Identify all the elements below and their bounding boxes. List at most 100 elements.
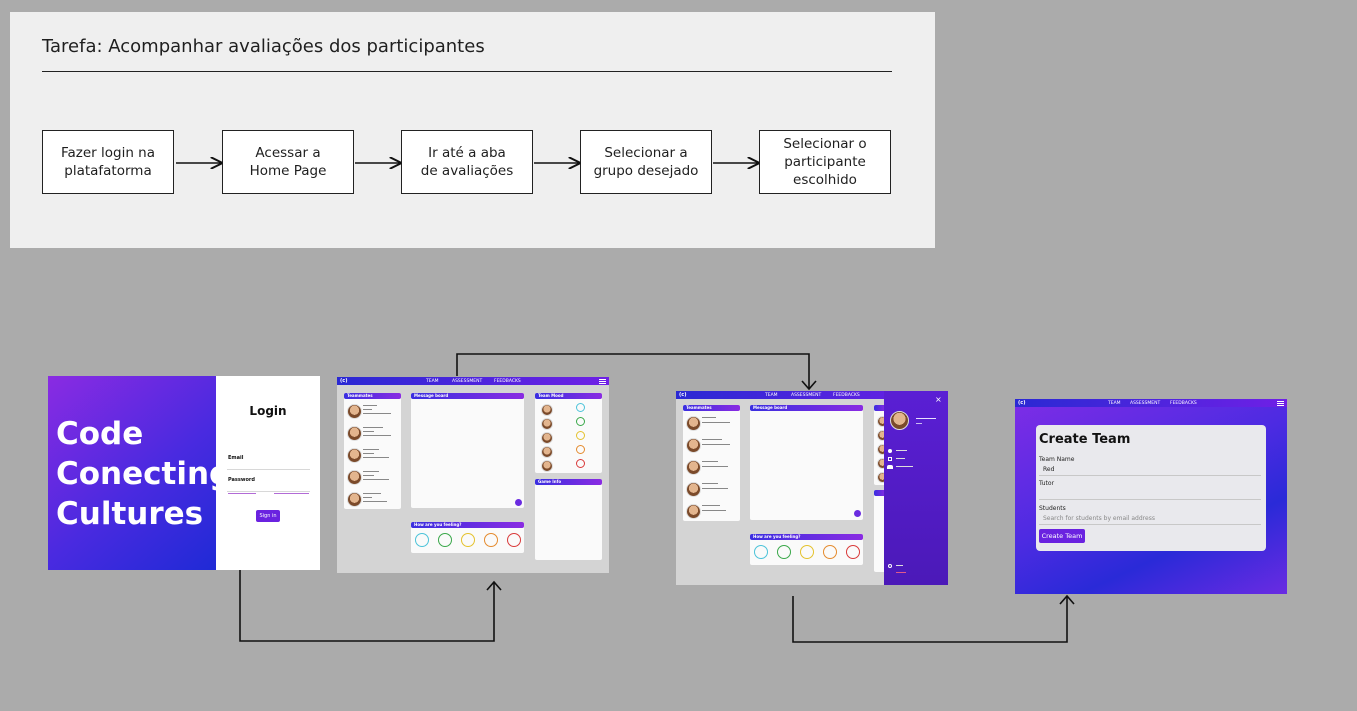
feeling-header: How are you feeling?	[750, 534, 863, 540]
help-icon[interactable]	[888, 564, 892, 568]
teammates-header: Teammates	[344, 393, 401, 399]
create-account-link[interactable]	[274, 493, 309, 494]
password-field[interactable]	[227, 491, 310, 492]
task-title: Tarefa: Acompanhar avaliações dos partic…	[42, 36, 485, 57]
step-5: Selecionar o participante escolhido	[759, 130, 891, 194]
students-search-input[interactable]: Search for students by email address	[1039, 513, 1261, 525]
create-team-screen: (c) TEAM ASSESSMENT FEEDBACKS Create Tea…	[1015, 399, 1287, 594]
mood-icon	[576, 417, 585, 426]
students-placeholder: Search for students by email address	[1043, 515, 1155, 522]
signin-button[interactable]: Sign in	[256, 510, 280, 522]
message-board-header: Message board	[411, 393, 524, 399]
nav-assessment[interactable]: ASSESSMENT	[452, 378, 483, 384]
add-message-button[interactable]	[854, 510, 861, 517]
tutor-label: Tutor	[1039, 480, 1055, 487]
angry-icon[interactable]	[507, 533, 521, 547]
sad-icon[interactable]	[823, 545, 837, 559]
navbar: (c) TEAM ASSESSMENT FEEDBACKS	[1015, 399, 1287, 407]
menu-icon[interactable]	[599, 379, 606, 380]
nav-feedbacks[interactable]: FEEDBACKS	[1170, 400, 1197, 406]
happy-icon[interactable]	[438, 533, 452, 547]
step-arrows	[176, 12, 935, 248]
side-menu: ×	[884, 391, 948, 585]
email-label: Email	[228, 455, 244, 461]
message-board-card: Message board	[411, 393, 524, 508]
title-divider	[42, 71, 892, 72]
nav-team[interactable]: TEAM	[765, 392, 778, 398]
nav-team[interactable]: TEAM	[426, 378, 439, 384]
close-icon[interactable]: ×	[935, 395, 942, 404]
nav-feedbacks[interactable]: FEEDBACKS	[833, 392, 860, 398]
navbar: (c) TEAM ASSESSMENT FEEDBACKS	[676, 391, 948, 399]
very-happy-icon[interactable]	[415, 533, 429, 547]
teammates-card: Teammates	[344, 393, 401, 509]
home-icon[interactable]	[888, 457, 892, 461]
home-screen: (c) TEAM ASSESSMENT FEEDBACKS Teammates …	[337, 377, 609, 573]
home-menu-screen: (c) TEAM ASSESSMENT FEEDBACKS Teammates …	[676, 391, 948, 585]
connector-login-home	[239, 570, 495, 642]
step-1: Fazer login na platafatorma	[42, 130, 174, 194]
profile-avatar	[890, 411, 909, 430]
mood-icon	[576, 445, 585, 454]
arrowhead-up	[1059, 594, 1075, 605]
teammates-header: Teammates	[683, 405, 740, 411]
step-2: Acessar a Home Page	[222, 130, 354, 194]
step-3: Ir até a aba de avaliações	[401, 130, 533, 194]
very-happy-icon[interactable]	[754, 545, 768, 559]
message-board-card: Message board	[750, 405, 863, 520]
nav-assessment[interactable]: ASSESSMENT	[791, 392, 822, 398]
feeling-header: How are you feeling?	[411, 522, 524, 528]
create-team-card: Create Team Team Name Red Tutor Students…	[1036, 425, 1266, 551]
mood-icon	[576, 403, 585, 412]
logout-link[interactable]	[896, 572, 906, 574]
connector-home-menu	[456, 353, 810, 388]
avatar	[347, 492, 362, 507]
avatar	[347, 470, 362, 485]
neutral-icon[interactable]	[800, 545, 814, 559]
add-message-button[interactable]	[515, 499, 522, 506]
nav-feedbacks[interactable]: FEEDBACKS	[494, 378, 521, 384]
brand-name: Code Conecting Cultures	[56, 416, 232, 532]
step-4: Selecionar a grupo desejado	[580, 130, 712, 194]
logo: (c)	[340, 378, 348, 384]
neutral-icon[interactable]	[461, 533, 475, 547]
team-name-input[interactable]: Red	[1039, 464, 1261, 476]
menu-icon[interactable]	[1277, 401, 1284, 402]
team-name-label: Team Name	[1039, 456, 1075, 463]
logo: (c)	[1018, 400, 1026, 406]
avatar	[347, 404, 362, 419]
happy-icon[interactable]	[777, 545, 791, 559]
students-label: Students	[1039, 505, 1066, 512]
mood-icon	[576, 459, 585, 468]
login-screen: Code Conecting Cultures Login Email Pass…	[48, 376, 320, 570]
logo: (c)	[679, 392, 687, 398]
login-title: Login	[249, 404, 287, 418]
angry-icon[interactable]	[846, 545, 860, 559]
forgot-password-link[interactable]	[228, 493, 256, 494]
team-name-value: Red	[1043, 466, 1055, 473]
nav-team[interactable]: TEAM	[1108, 400, 1121, 406]
avatar	[347, 426, 362, 441]
arrowhead-down	[801, 380, 817, 391]
game-info-header: Game Info	[535, 479, 602, 485]
team-mood-card	[874, 405, 888, 485]
create-team-title: Create Team	[1039, 432, 1131, 447]
profile-icon[interactable]	[888, 449, 892, 453]
mood-icon	[576, 431, 585, 440]
nav-assessment[interactable]: ASSESSMENT	[1130, 400, 1161, 406]
feeling-card: How are you feeling?	[411, 522, 524, 553]
team-mood-card: Team Mood	[535, 393, 602, 473]
feeling-card: How are you feeling?	[750, 534, 863, 565]
password-label: Password	[228, 477, 255, 483]
sad-icon[interactable]	[484, 533, 498, 547]
email-field[interactable]	[227, 469, 310, 470]
create-team-button[interactable]: Create Team	[1039, 529, 1085, 543]
tutor-input[interactable]	[1039, 488, 1261, 500]
teammates-card: Teammates	[683, 405, 740, 521]
team-mood-header: Team Mood	[535, 393, 602, 399]
game-info-card: Game Info	[535, 479, 602, 560]
group-icon[interactable]	[887, 465, 893, 469]
navbar: (c) TEAM ASSESSMENT FEEDBACKS	[337, 377, 609, 385]
login-hero	[48, 376, 216, 570]
